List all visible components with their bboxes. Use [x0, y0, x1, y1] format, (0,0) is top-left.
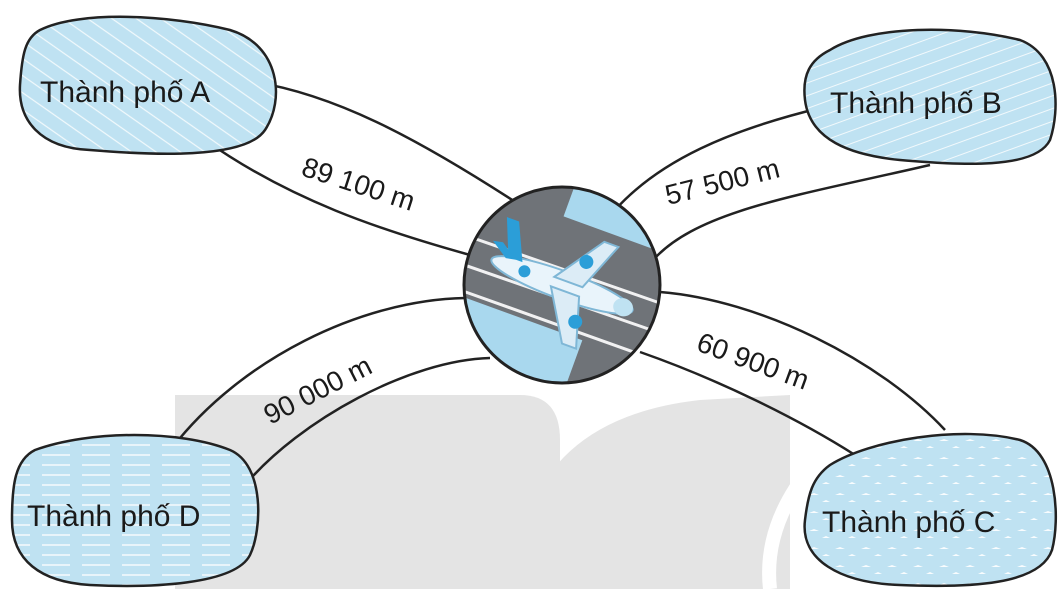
city-d-label: Thành phố D — [27, 500, 200, 533]
distance-label-c: 60 900 m — [693, 327, 813, 396]
city-a: Thành phố A — [18, 15, 278, 156]
background-watermark — [175, 395, 865, 590]
city-c-lake — [803, 432, 1057, 588]
airplane-icon — [490, 217, 634, 351]
city-b-lake — [803, 28, 1057, 166]
city-a-label: Thành phố A — [40, 76, 210, 109]
city-d: Thành phố D — [10, 433, 260, 588]
road-to-city-b — [614, 106, 931, 259]
city-a-lake — [18, 15, 278, 156]
distance-label-a: 89 100 m — [298, 151, 419, 217]
airport-circle — [462, 185, 662, 385]
city-c: Thành phố C — [803, 432, 1057, 588]
city-b-label: Thành phố B — [830, 87, 1002, 120]
city-b: Thành phố B — [803, 28, 1057, 166]
city-d-lake — [10, 433, 260, 588]
road-to-city-c — [639, 290, 946, 457]
distance-label-b: 57 500 m — [662, 152, 783, 210]
city-c-label: Thành phố C — [822, 506, 995, 539]
road-to-city-d — [171, 296, 491, 486]
